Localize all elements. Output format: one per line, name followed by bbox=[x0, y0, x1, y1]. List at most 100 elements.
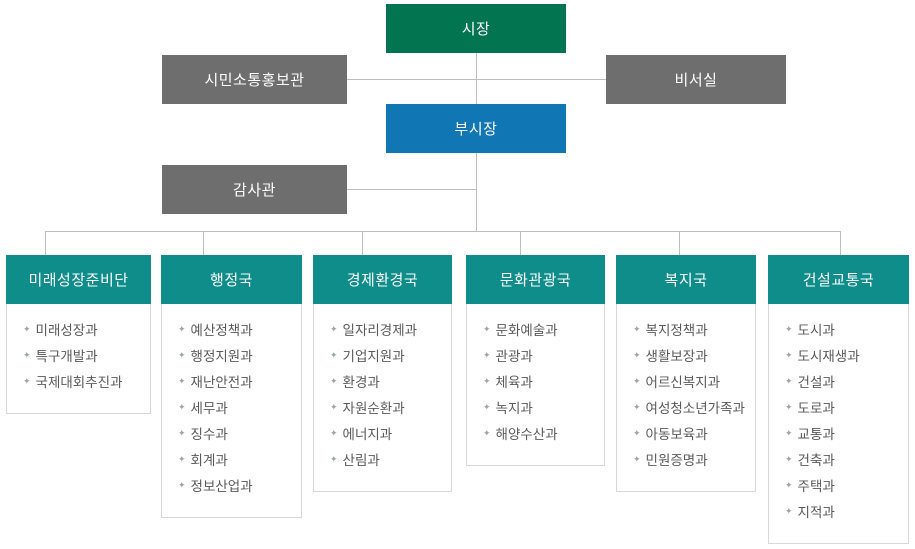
department-header-2[interactable]: 행정국 bbox=[161, 255, 302, 304]
list-item-label: 일자리경제과 bbox=[342, 323, 418, 339]
list-item[interactable]: ✦ 민원증명과 bbox=[617, 448, 755, 474]
department-items-5: ✦ 복지정책과 ✦ 생활보장과 ✦ 어르신복지과 ✦ 여성청소년가족과 ✦ 아동… bbox=[616, 304, 756, 492]
list-item-label: 생활보장과 bbox=[645, 349, 708, 365]
connector-to-left-staff-1 bbox=[347, 79, 477, 80]
list-item[interactable]: ✦ 징수과 bbox=[162, 422, 301, 448]
list-item[interactable]: ✦ 교통과 bbox=[769, 422, 908, 448]
department-items-3: ✦ 일자리경제과 ✦ 기업지원과 ✦ 환경과 ✦ 자원순환과 ✦ 에너지과 ✦ … bbox=[313, 304, 452, 492]
list-item[interactable]: ✦ 기업지원과 bbox=[314, 344, 451, 370]
star-bullet-icon: ✦ bbox=[785, 481, 793, 491]
list-item-label: 주택과 bbox=[797, 479, 835, 495]
list-item-label: 체육과 bbox=[495, 375, 533, 391]
star-bullet-icon: ✦ bbox=[178, 325, 186, 335]
department-items-4: ✦ 문화예술과 ✦ 관광과 ✦ 체육과 ✦ 녹지과 ✦ 해양수산과 bbox=[466, 304, 605, 466]
star-bullet-icon: ✦ bbox=[633, 403, 641, 413]
star-bullet-icon: ✦ bbox=[23, 377, 31, 387]
department-header-6-label: 건설교통국 bbox=[802, 271, 875, 289]
list-item[interactable]: ✦ 도시과 bbox=[769, 318, 908, 344]
list-item[interactable]: ✦ 건설과 bbox=[769, 370, 908, 396]
list-item[interactable]: ✦ 아동보육과 bbox=[617, 422, 755, 448]
department-header-5[interactable]: 복지국 bbox=[616, 255, 756, 304]
department-header-3[interactable]: 경제환경국 bbox=[313, 255, 452, 304]
list-item[interactable]: ✦ 도시재생과 bbox=[769, 344, 908, 370]
list-item[interactable]: ✦ 회계과 bbox=[162, 448, 301, 474]
list-item[interactable]: ✦ 건축과 bbox=[769, 448, 908, 474]
star-bullet-icon: ✦ bbox=[330, 455, 338, 465]
department-header-5-label: 복지국 bbox=[664, 271, 708, 289]
list-item[interactable]: ✦ 녹지과 bbox=[467, 396, 604, 422]
connector-drop-dept-3 bbox=[362, 231, 363, 255]
connector-to-right-staff-1 bbox=[476, 79, 606, 80]
list-item-label: 도시과 bbox=[797, 323, 835, 339]
list-item-label: 건축과 bbox=[797, 453, 835, 469]
connector-vicemayor-trunk bbox=[476, 153, 477, 231]
node-citizen-communication-office-label: 시민소통홍보관 bbox=[204, 71, 305, 89]
star-bullet-icon: ✦ bbox=[483, 429, 491, 439]
department-column-1: 미래성장준비단 ✦ 미래성장과 ✦ 특구개발과 ✦ 국제대회추진과 bbox=[6, 255, 151, 414]
list-item[interactable]: ✦ 산림과 bbox=[314, 448, 451, 474]
node-secretariat[interactable]: 비서실 bbox=[606, 55, 786, 104]
list-item-label: 관광과 bbox=[495, 349, 533, 365]
list-item-label: 지적과 bbox=[797, 505, 835, 521]
list-item[interactable]: ✦ 예산정책과 bbox=[162, 318, 301, 344]
connector-drop-dept-1 bbox=[45, 231, 46, 255]
department-items-1: ✦ 미래성장과 ✦ 특구개발과 ✦ 국제대회추진과 bbox=[6, 304, 151, 414]
list-item-label: 도시재생과 bbox=[797, 349, 860, 365]
list-item-label: 징수과 bbox=[190, 427, 228, 443]
department-header-4[interactable]: 문화관광국 bbox=[466, 255, 605, 304]
star-bullet-icon: ✦ bbox=[785, 403, 793, 413]
list-item[interactable]: ✦ 복지정책과 bbox=[617, 318, 755, 344]
star-bullet-icon: ✦ bbox=[178, 351, 186, 361]
list-item[interactable]: ✦ 세무과 bbox=[162, 396, 301, 422]
list-item[interactable]: ✦ 환경과 bbox=[314, 370, 451, 396]
node-mayor[interactable]: 시장 bbox=[386, 4, 566, 53]
list-item[interactable]: ✦ 특구개발과 bbox=[7, 344, 150, 370]
star-bullet-icon: ✦ bbox=[633, 455, 641, 465]
list-item[interactable]: ✦ 정보산업과 bbox=[162, 474, 301, 500]
list-item-label: 자원순환과 bbox=[342, 401, 405, 417]
star-bullet-icon: ✦ bbox=[785, 429, 793, 439]
list-item[interactable]: ✦ 자원순환과 bbox=[314, 396, 451, 422]
star-bullet-icon: ✦ bbox=[178, 403, 186, 413]
list-item[interactable]: ✦ 일자리경제과 bbox=[314, 318, 451, 344]
connector-drop-dept-5 bbox=[679, 231, 680, 255]
star-bullet-icon: ✦ bbox=[633, 377, 641, 387]
list-item[interactable]: ✦ 국제대회추진과 bbox=[7, 370, 150, 396]
list-item[interactable]: ✦ 문화예술과 bbox=[467, 318, 604, 344]
list-item[interactable]: ✦ 여성청소년가족과 bbox=[617, 396, 755, 422]
node-citizen-communication-office[interactable]: 시민소통홍보관 bbox=[162, 55, 347, 104]
star-bullet-icon: ✦ bbox=[330, 377, 338, 387]
list-item[interactable]: ✦ 체육과 bbox=[467, 370, 604, 396]
list-item[interactable]: ✦ 재난안전과 bbox=[162, 370, 301, 396]
list-item[interactable]: ✦ 관광과 bbox=[467, 344, 604, 370]
list-item[interactable]: ✦ 어르신복지과 bbox=[617, 370, 755, 396]
star-bullet-icon: ✦ bbox=[785, 377, 793, 387]
star-bullet-icon: ✦ bbox=[330, 403, 338, 413]
list-item-label: 미래성장과 bbox=[35, 323, 98, 339]
list-item-label: 산림과 bbox=[342, 453, 380, 469]
department-column-2: 행정국 ✦ 예산정책과 ✦ 행정지원과 ✦ 재난안전과 ✦ 세무과 ✦ 징수과 bbox=[161, 255, 302, 518]
node-auditor[interactable]: 감사관 bbox=[162, 165, 347, 214]
node-auditor-label: 감사관 bbox=[233, 181, 276, 199]
list-item[interactable]: ✦ 에너지과 bbox=[314, 422, 451, 448]
node-vice-mayor[interactable]: 부시장 bbox=[386, 104, 566, 153]
list-item[interactable]: ✦ 도로과 bbox=[769, 396, 908, 422]
list-item[interactable]: ✦ 지적과 bbox=[769, 500, 908, 526]
list-item-label: 민원증명과 bbox=[645, 453, 708, 469]
star-bullet-icon: ✦ bbox=[330, 351, 338, 361]
star-bullet-icon: ✦ bbox=[785, 455, 793, 465]
star-bullet-icon: ✦ bbox=[178, 377, 186, 387]
star-bullet-icon: ✦ bbox=[633, 351, 641, 361]
department-header-1[interactable]: 미래성장준비단 bbox=[6, 255, 151, 304]
list-item-label: 예산정책과 bbox=[190, 323, 253, 339]
list-item[interactable]: ✦ 미래성장과 bbox=[7, 318, 150, 344]
department-column-4: 문화관광국 ✦ 문화예술과 ✦ 관광과 ✦ 체육과 ✦ 녹지과 ✦ 해양수산과 bbox=[466, 255, 605, 466]
list-item[interactable]: ✦ 해양수산과 bbox=[467, 422, 604, 448]
star-bullet-icon: ✦ bbox=[23, 325, 31, 335]
star-bullet-icon: ✦ bbox=[330, 325, 338, 335]
department-header-6[interactable]: 건설교통국 bbox=[768, 255, 909, 304]
list-item[interactable]: ✦ 생활보장과 bbox=[617, 344, 755, 370]
list-item[interactable]: ✦ 주택과 bbox=[769, 474, 908, 500]
list-item[interactable]: ✦ 행정지원과 bbox=[162, 344, 301, 370]
